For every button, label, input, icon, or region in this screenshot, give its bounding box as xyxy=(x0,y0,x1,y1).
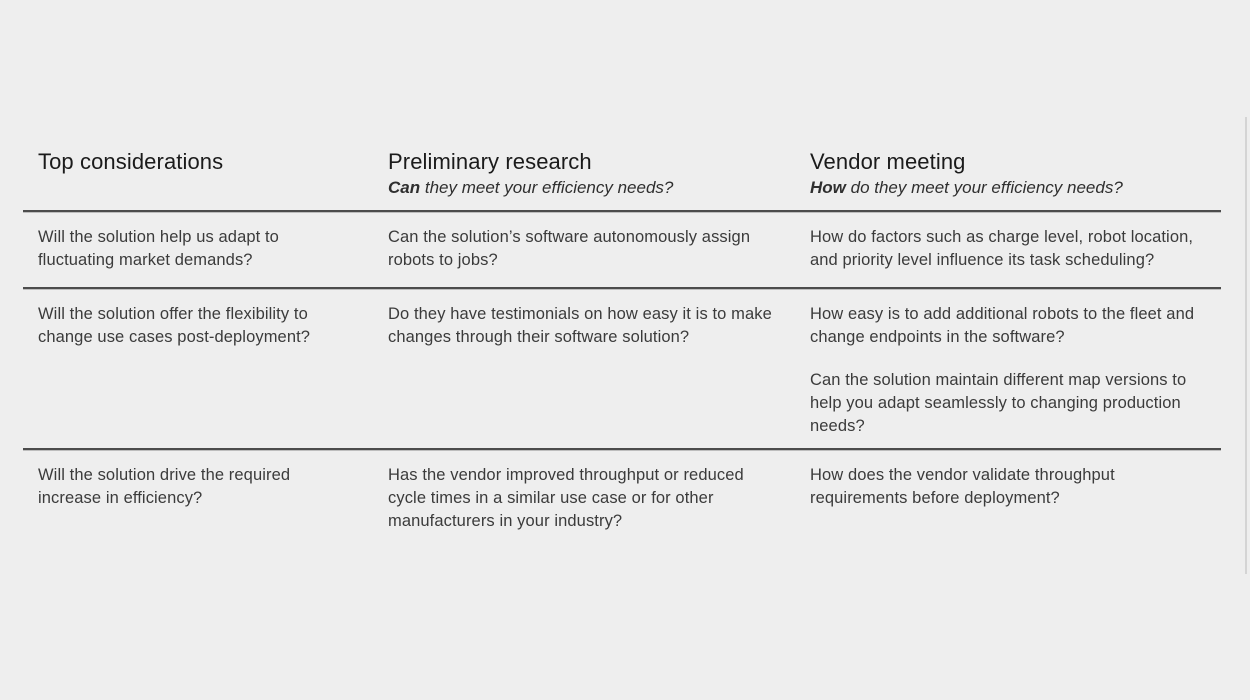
table-cell: Can the solution’s software autonomously… xyxy=(373,226,795,272)
subtitle-lead: Can xyxy=(388,178,421,197)
table-row: Will the solution drive the required inc… xyxy=(23,450,1221,533)
cell-paragraph: Can the solution’s software autonomously… xyxy=(388,228,751,269)
column-header-preliminary-research: Preliminary research Can they meet your … xyxy=(373,148,795,200)
table-cell: Will the solution offer the flexibility … xyxy=(23,303,373,438)
column-subtitle: Can they meet your efficiency needs? xyxy=(388,176,775,200)
cell-paragraph: Do they have testimonials on how easy it… xyxy=(388,305,772,346)
cell-paragraph: Will the solution offer the flexibility … xyxy=(38,305,311,346)
table-cell: Will the solution help us adapt to fluct… xyxy=(23,226,373,272)
cell-paragraph: Will the solution drive the required inc… xyxy=(38,466,291,507)
column-title: Preliminary research xyxy=(388,149,592,174)
column-title: Vendor meeting xyxy=(810,149,966,174)
cell-paragraph: Has the vendor improved throughput or re… xyxy=(388,466,744,530)
column-title: Top considerations xyxy=(38,149,224,174)
cell-paragraph: How easy is to add additional robots to … xyxy=(810,305,1195,346)
subtitle-rest: do they meet your efficiency needs? xyxy=(845,178,1123,197)
column-header-vendor-meeting: Vendor meeting How do they meet your eff… xyxy=(795,148,1221,200)
table-row: Will the solution help us adapt to fluct… xyxy=(23,212,1221,289)
table-row: Will the solution offer the flexibility … xyxy=(23,289,1221,450)
table-cell: Do they have testimonials on how easy it… xyxy=(373,303,795,438)
table-cell: Will the solution drive the required inc… xyxy=(23,464,373,533)
column-subtitle: How do they meet your efficiency needs? xyxy=(810,176,1211,200)
subtitle-rest: they meet your efficiency needs? xyxy=(420,178,674,197)
subtitle-lead: How xyxy=(810,178,846,197)
table-cell: How easy is to add additional robots to … xyxy=(795,303,1221,438)
table-cell: Has the vendor improved throughput or re… xyxy=(373,464,795,533)
comparison-table: Top considerations Preliminary research … xyxy=(23,148,1221,533)
column-header-top-considerations: Top considerations xyxy=(23,148,373,200)
cell-paragraph: Will the solution help us adapt to fluct… xyxy=(38,228,279,269)
table-cell: How do factors such as charge level, rob… xyxy=(795,226,1221,272)
cell-paragraph: How do factors such as charge level, rob… xyxy=(810,228,1194,269)
cell-paragraph: Can the solution maintain different map … xyxy=(810,371,1187,435)
cell-paragraph: How does the vendor validate throughput … xyxy=(810,466,1115,507)
table-header: Top considerations Preliminary research … xyxy=(23,148,1221,212)
slide-right-edge-divider xyxy=(1245,117,1247,574)
table-cell: How does the vendor validate throughput … xyxy=(795,464,1221,533)
